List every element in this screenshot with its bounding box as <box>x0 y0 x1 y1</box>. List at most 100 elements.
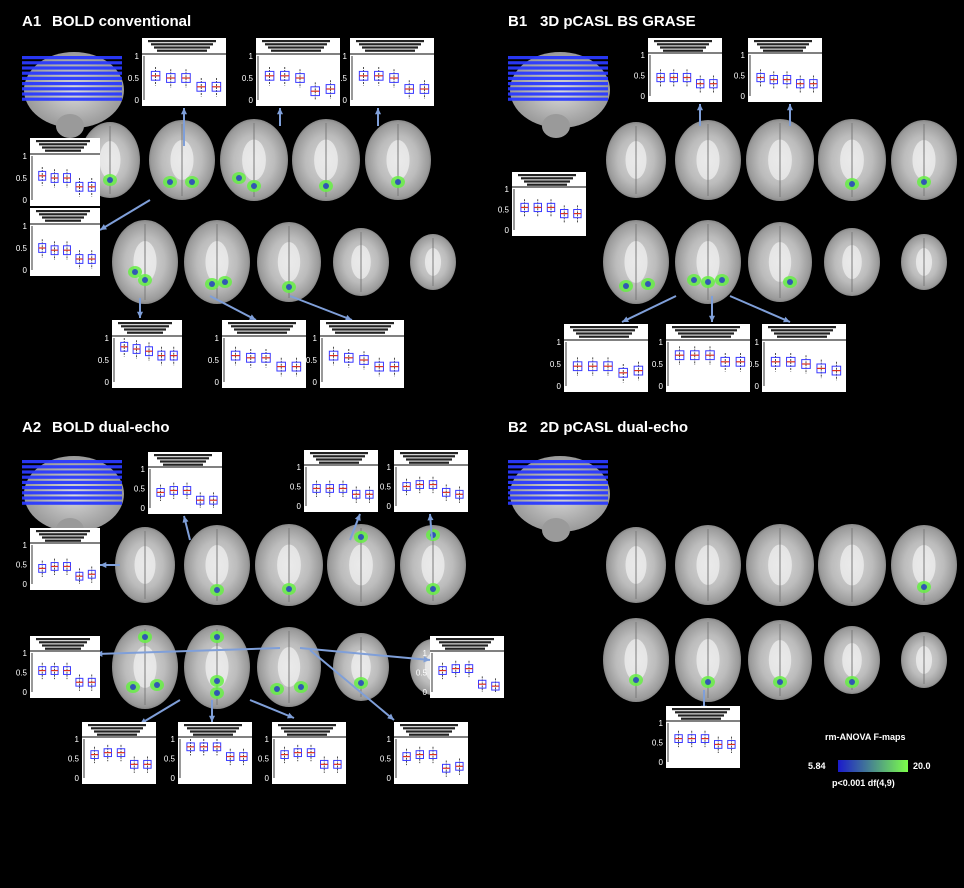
slab-stripe <box>508 61 608 65</box>
significance-bar <box>45 647 81 650</box>
significance-bar <box>94 730 140 733</box>
cerebellum <box>542 518 570 542</box>
significance-bar <box>403 727 455 730</box>
activation-core <box>633 677 639 683</box>
significance-bar <box>576 332 632 335</box>
activation-core <box>142 277 148 283</box>
slab-stripe <box>22 66 122 70</box>
significance-bar <box>39 641 87 644</box>
boxplot-inset: 10.50 <box>68 722 156 784</box>
activation-core <box>222 279 228 285</box>
y-tick-label: 0 <box>297 502 302 511</box>
significance-bar <box>36 530 90 533</box>
significance-bar <box>760 46 806 49</box>
arrow-head <box>423 656 430 663</box>
axial-slice <box>606 122 666 198</box>
significance-bar <box>579 335 629 338</box>
axial-slice <box>400 525 466 605</box>
colorbar-max-label: 20.0 <box>913 761 931 771</box>
significance-bar <box>406 458 452 461</box>
pointer-arrow <box>309 649 395 721</box>
activation-core <box>130 684 136 690</box>
axial-slice <box>746 119 814 201</box>
y-tick-label: 1 <box>249 52 254 61</box>
colorbar-gradient <box>838 760 908 772</box>
boxplots-layer: 10.5010.5010.5010.5010.5010.5010.5010.50… <box>16 38 846 784</box>
slab-stripe <box>22 470 122 474</box>
axial-slice <box>901 234 947 290</box>
y-tick-label: 0.5 <box>208 356 220 365</box>
axial-slice <box>333 228 389 296</box>
y-tick-label: 0 <box>659 758 664 767</box>
y-tick-label: 1 <box>659 338 664 347</box>
significance-bar <box>663 49 703 52</box>
axial-slice <box>257 627 321 707</box>
y-tick-label: 1 <box>557 338 562 347</box>
slab-stripe <box>508 496 608 500</box>
activation-core <box>849 679 855 685</box>
significance-bar <box>335 331 385 334</box>
axial-slice <box>675 618 741 702</box>
y-tick-label: 0 <box>755 382 760 391</box>
slab-stripe <box>508 465 608 469</box>
significance-bar <box>39 533 87 536</box>
slab-stripe <box>22 92 122 96</box>
y-tick-label: 0.5 <box>128 74 140 83</box>
significance-bar <box>356 40 424 43</box>
slab-stripe <box>508 71 608 75</box>
significance-bar <box>313 455 365 458</box>
activation-core <box>705 679 711 685</box>
arrow-head <box>427 514 434 521</box>
y-tick-label: 0.5 <box>164 755 176 764</box>
y-tick-label: 0 <box>557 382 562 391</box>
y-tick-label: 1 <box>141 465 146 474</box>
arrow-head <box>100 224 107 230</box>
y-tick-label: 0.5 <box>336 74 348 83</box>
boxplot-inset: 10.50 <box>652 706 740 768</box>
significance-bar <box>406 730 452 733</box>
activation-core <box>645 281 651 287</box>
axial-slice <box>824 228 880 296</box>
significance-bar <box>316 458 362 461</box>
boxplot-inset: 10.50 <box>306 320 404 388</box>
significance-bar <box>332 328 388 331</box>
significance-bar <box>757 43 809 46</box>
axial-slice <box>818 524 886 606</box>
boxplot-background <box>256 38 340 106</box>
significance-bar <box>439 641 491 644</box>
panel-label-b2: B2 <box>508 419 527 436</box>
significance-bar <box>672 326 740 329</box>
slab-stripe <box>22 82 122 86</box>
axial-slice <box>818 119 886 201</box>
boxplot-inset: 10.50 <box>98 320 182 388</box>
y-tick-label: 1 <box>105 334 110 343</box>
y-tick-label: 0.5 <box>16 174 28 183</box>
panel-title-a2: BOLD dual-echo <box>52 419 170 436</box>
activation-core <box>167 179 173 185</box>
y-tick-label: 0.5 <box>16 244 28 253</box>
y-tick-label: 1 <box>313 334 318 343</box>
significance-bar <box>672 708 730 711</box>
axial-slice <box>675 120 741 200</box>
pointer-arrow <box>249 699 295 719</box>
significance-bar <box>657 43 709 46</box>
axial-slice <box>333 633 389 701</box>
y-tick-label: 0.5 <box>634 72 646 81</box>
activation-core <box>358 534 364 540</box>
y-tick-label: 1 <box>23 222 28 231</box>
pointer-arrow <box>209 295 257 321</box>
y-tick-label: 0 <box>387 502 392 511</box>
slab-stripe <box>508 87 608 91</box>
significance-bar <box>42 146 84 149</box>
boxplot-inset: 10.50 <box>134 452 222 514</box>
y-tick-label: 0.5 <box>68 755 80 764</box>
y-tick-label: 1 <box>755 338 760 347</box>
slab-stripe <box>508 480 608 484</box>
activation-core <box>323 183 329 189</box>
arrows-layer <box>95 104 794 725</box>
y-tick-label: 0.5 <box>242 74 254 83</box>
y-tick-label: 1 <box>265 735 270 744</box>
activation-core <box>921 179 927 185</box>
significance-bar <box>681 335 731 338</box>
pointer-arrow <box>139 699 181 725</box>
